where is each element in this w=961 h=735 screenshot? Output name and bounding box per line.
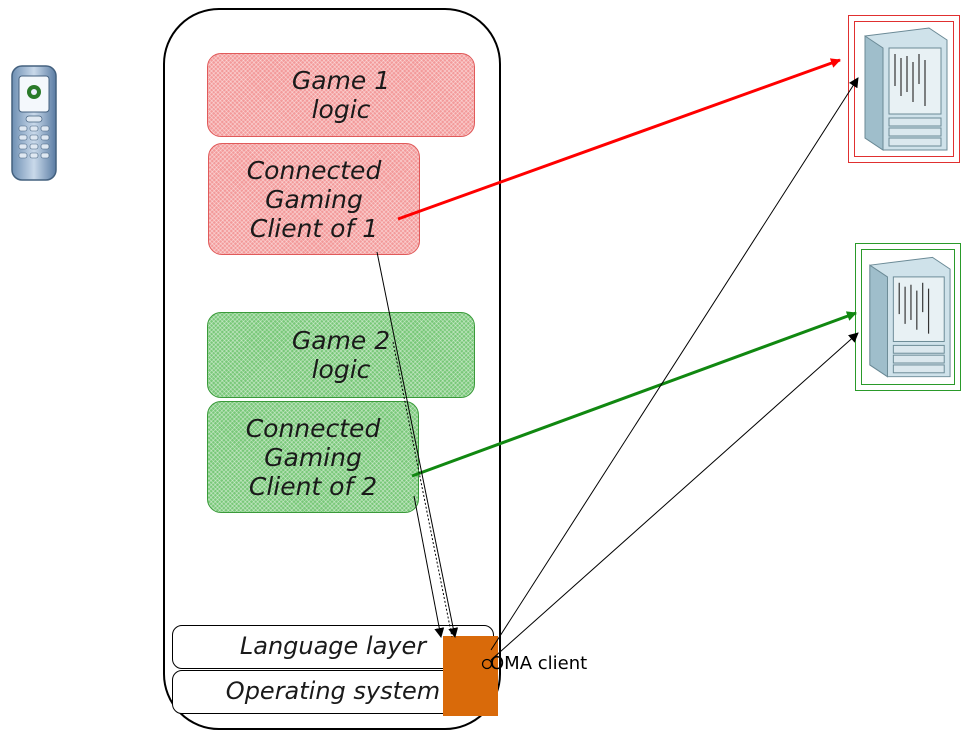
game2-logic-line2: logic: [311, 355, 371, 384]
connected-gaming-client-2-box: Connected Gaming Client of 2: [207, 401, 419, 513]
language-layer-label: Language layer: [239, 632, 427, 660]
operating-system-label: Operating system: [225, 677, 441, 705]
oma-connection-node: [481, 658, 493, 670]
green-arrow-client2-to-server2: [411, 311, 857, 478]
client2-line3: Client of 2: [248, 471, 378, 501]
black-arrow-oma-to-server1: [490, 77, 859, 651]
red-arrow-client1-to-server1: [397, 58, 841, 221]
black-arrow-client2-to-oma: [413, 495, 445, 638]
game1-server: [848, 15, 960, 163]
language-layer-box: Language layer: [172, 625, 494, 669]
game1-logic-line2: logic: [311, 95, 371, 124]
server-rack-icon: [869, 256, 951, 378]
game2-logic-box: Game 2 logic: [207, 312, 475, 398]
game1-logic-box: Game 1 logic: [207, 53, 475, 137]
client2-line1: Connected: [245, 413, 381, 443]
black-arrow-game2-to-oma: [392, 341, 453, 638]
client1-line3: Client of 1: [249, 213, 379, 243]
operating-system-box: Operating system: [172, 670, 494, 714]
server-rack-icon: [864, 27, 948, 151]
oma-client-label: OMA client: [490, 653, 588, 674]
mobile-phone-icon: [11, 65, 57, 181]
black-arrow-client1-to-oma: [376, 251, 459, 638]
game1-logic-line1: Game 1: [291, 66, 391, 95]
client1-line2: Gaming: [265, 184, 363, 214]
game2-logic-line1: Game 2: [291, 326, 391, 355]
game1-server-inner-frame: [854, 21, 954, 157]
client1-line1: Connected: [246, 155, 382, 185]
oma-client-block: [443, 636, 498, 716]
game2-server: [855, 243, 961, 391]
connected-gaming-client-1-box: Connected Gaming Client of 1: [208, 143, 420, 255]
client2-line2: Gaming: [264, 442, 362, 472]
game2-server-inner-frame: [861, 249, 955, 385]
black-arrow-oma-to-server2: [490, 332, 859, 661]
